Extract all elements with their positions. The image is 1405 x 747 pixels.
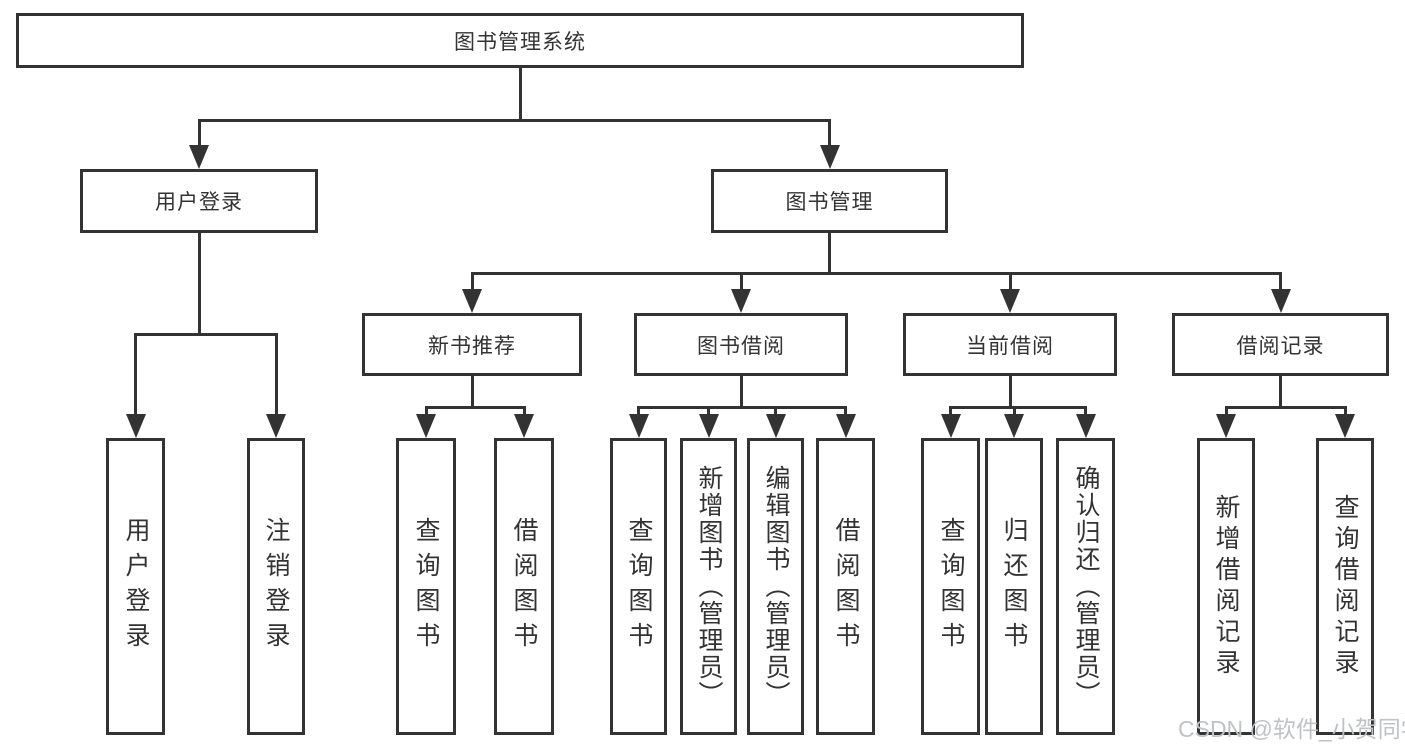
connector-line [739, 376, 743, 406]
connector-line [1084, 406, 1087, 420]
connector-line [470, 376, 474, 406]
node-bb-add: 新增图书（管理员） [680, 438, 737, 735]
connector-line [1224, 406, 1228, 420]
connector-line [1012, 406, 1016, 420]
arrowhead-icon [266, 414, 286, 438]
arrowhead-icon [416, 414, 436, 438]
arrowhead-icon [1270, 289, 1291, 313]
node-br-add: 新增借阅记录 [1197, 438, 1255, 735]
node-bb-edit: 编辑图书（管理员） [747, 438, 804, 735]
arrowhead-icon [731, 289, 751, 313]
node-user-login: 用户登录 [80, 169, 318, 233]
node-nb-borrow: 借阅图书 [494, 438, 554, 735]
node-system: 图书管理系统 [16, 13, 1024, 68]
connector-line [424, 406, 428, 420]
arrowhead-icon [1004, 414, 1024, 438]
node-bb-query: 查询图书 [610, 438, 667, 735]
arrowhead-icon [940, 414, 961, 438]
node-bb-borrow: 借阅图书 [816, 438, 875, 735]
arrowhead-icon [765, 414, 786, 438]
connector-line [949, 406, 1087, 409]
connector-line [1224, 406, 1347, 409]
arrowhead-icon [1216, 414, 1236, 438]
arrowhead-icon [698, 414, 719, 438]
node-cb-query: 查询图书 [921, 438, 980, 735]
connector-line [707, 406, 710, 420]
node-current-borrow: 当前借阅 [903, 313, 1117, 376]
node-cb-return: 归还图书 [985, 438, 1043, 735]
connector-line [739, 272, 743, 295]
node-book-borrow: 图书借阅 [634, 313, 848, 376]
arrowhead-icon [1335, 414, 1355, 438]
node-new-book-rec: 新书推荐 [362, 313, 582, 376]
node-borrow-records: 借阅记录 [1172, 313, 1389, 376]
connector-line [637, 406, 847, 409]
connector-line [1008, 376, 1012, 406]
csdn-watermark: CSDN @软件_小贺同学 [1178, 716, 1405, 742]
connector-line [949, 406, 952, 420]
connector-line [1279, 272, 1282, 295]
connector-line [774, 406, 777, 420]
connector-line [424, 406, 526, 409]
connector-line [637, 406, 640, 420]
node-login-action: 用户登录 [106, 438, 165, 735]
arrowhead-icon [514, 414, 534, 438]
connector-line [1279, 376, 1282, 406]
node-cb-confirm: 确认归还（管理员） [1056, 438, 1115, 735]
node-nb-query: 查询图书 [396, 438, 456, 735]
connector-line [470, 272, 474, 295]
connector-line [1008, 272, 1012, 295]
arrowhead-icon [835, 414, 856, 438]
connector-line [1343, 406, 1347, 420]
connector-line [274, 333, 278, 420]
connector-line [828, 119, 831, 151]
connector-line [470, 272, 1282, 275]
connector-line [134, 333, 278, 336]
arrowhead-icon [1000, 289, 1020, 313]
connector-line [844, 406, 847, 420]
arrowhead-icon [819, 145, 840, 169]
arrowhead-icon [628, 414, 649, 438]
node-logout-action: 注销登录 [247, 438, 305, 735]
connector-line [522, 406, 526, 420]
arrowhead-icon [462, 289, 482, 313]
arrowhead-icon [1075, 414, 1096, 438]
connector-line [197, 119, 201, 151]
arrowhead-icon [189, 145, 209, 169]
node-br-query: 查询借阅记录 [1316, 438, 1374, 735]
connector-line [197, 233, 201, 333]
connector-line [828, 233, 831, 272]
connector-line [518, 68, 522, 119]
connector-line [134, 333, 137, 420]
node-book-mgmt: 图书管理 [711, 169, 948, 233]
arrowhead-icon [125, 414, 146, 438]
connector-line [197, 119, 831, 122]
